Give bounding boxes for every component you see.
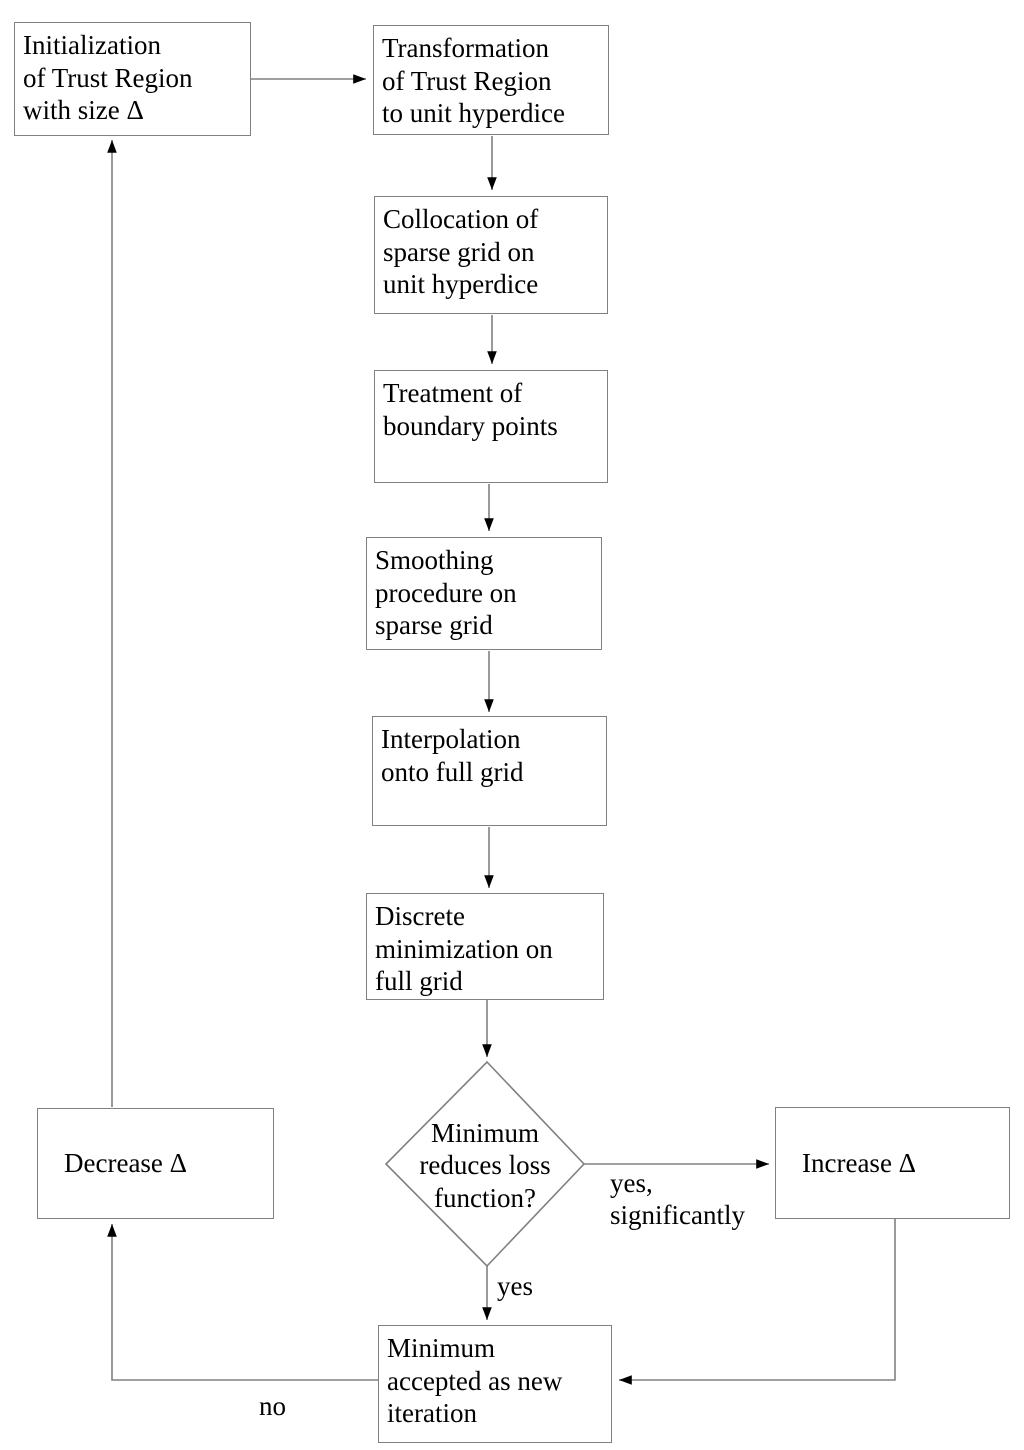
node-transformation[interactable]: Transformation of Trust Region to unit h… — [373, 25, 609, 135]
edge-label-no: no — [259, 1391, 286, 1421]
node-minimum-accepted[interactable]: Minimum accepted as new iteration — [378, 1325, 612, 1443]
edge-label-yes-significantly: yes, significantly — [610, 1168, 745, 1230]
edge-label-yes: yes — [497, 1271, 533, 1301]
node-smoothing[interactable]: Smoothing procedure on sparse grid — [366, 537, 602, 650]
node-collocation[interactable]: Collocation of sparse grid on unit hyper… — [374, 196, 608, 314]
node-treatment[interactable]: Treatment of boundary points — [374, 370, 608, 483]
node-initialization[interactable]: Initialization of Trust Region with size… — [14, 22, 251, 136]
node-interpolation[interactable]: Interpolation onto full grid — [372, 716, 607, 826]
node-decrease-delta[interactable]: Decrease Δ — [37, 1108, 274, 1219]
node-increase-delta[interactable]: Increase Δ — [775, 1107, 1010, 1219]
decision-label: Minimum reduces loss function? — [419, 1118, 551, 1213]
edge-accepted-to-decrease-no — [107, 1224, 378, 1381]
node-decision[interactable]: Minimum reduces loss function? — [386, 1062, 584, 1266]
edge-increase-to-accepted — [619, 1219, 896, 1385]
node-discrete-minimization[interactable]: Discrete minimization on full grid — [366, 893, 604, 1000]
